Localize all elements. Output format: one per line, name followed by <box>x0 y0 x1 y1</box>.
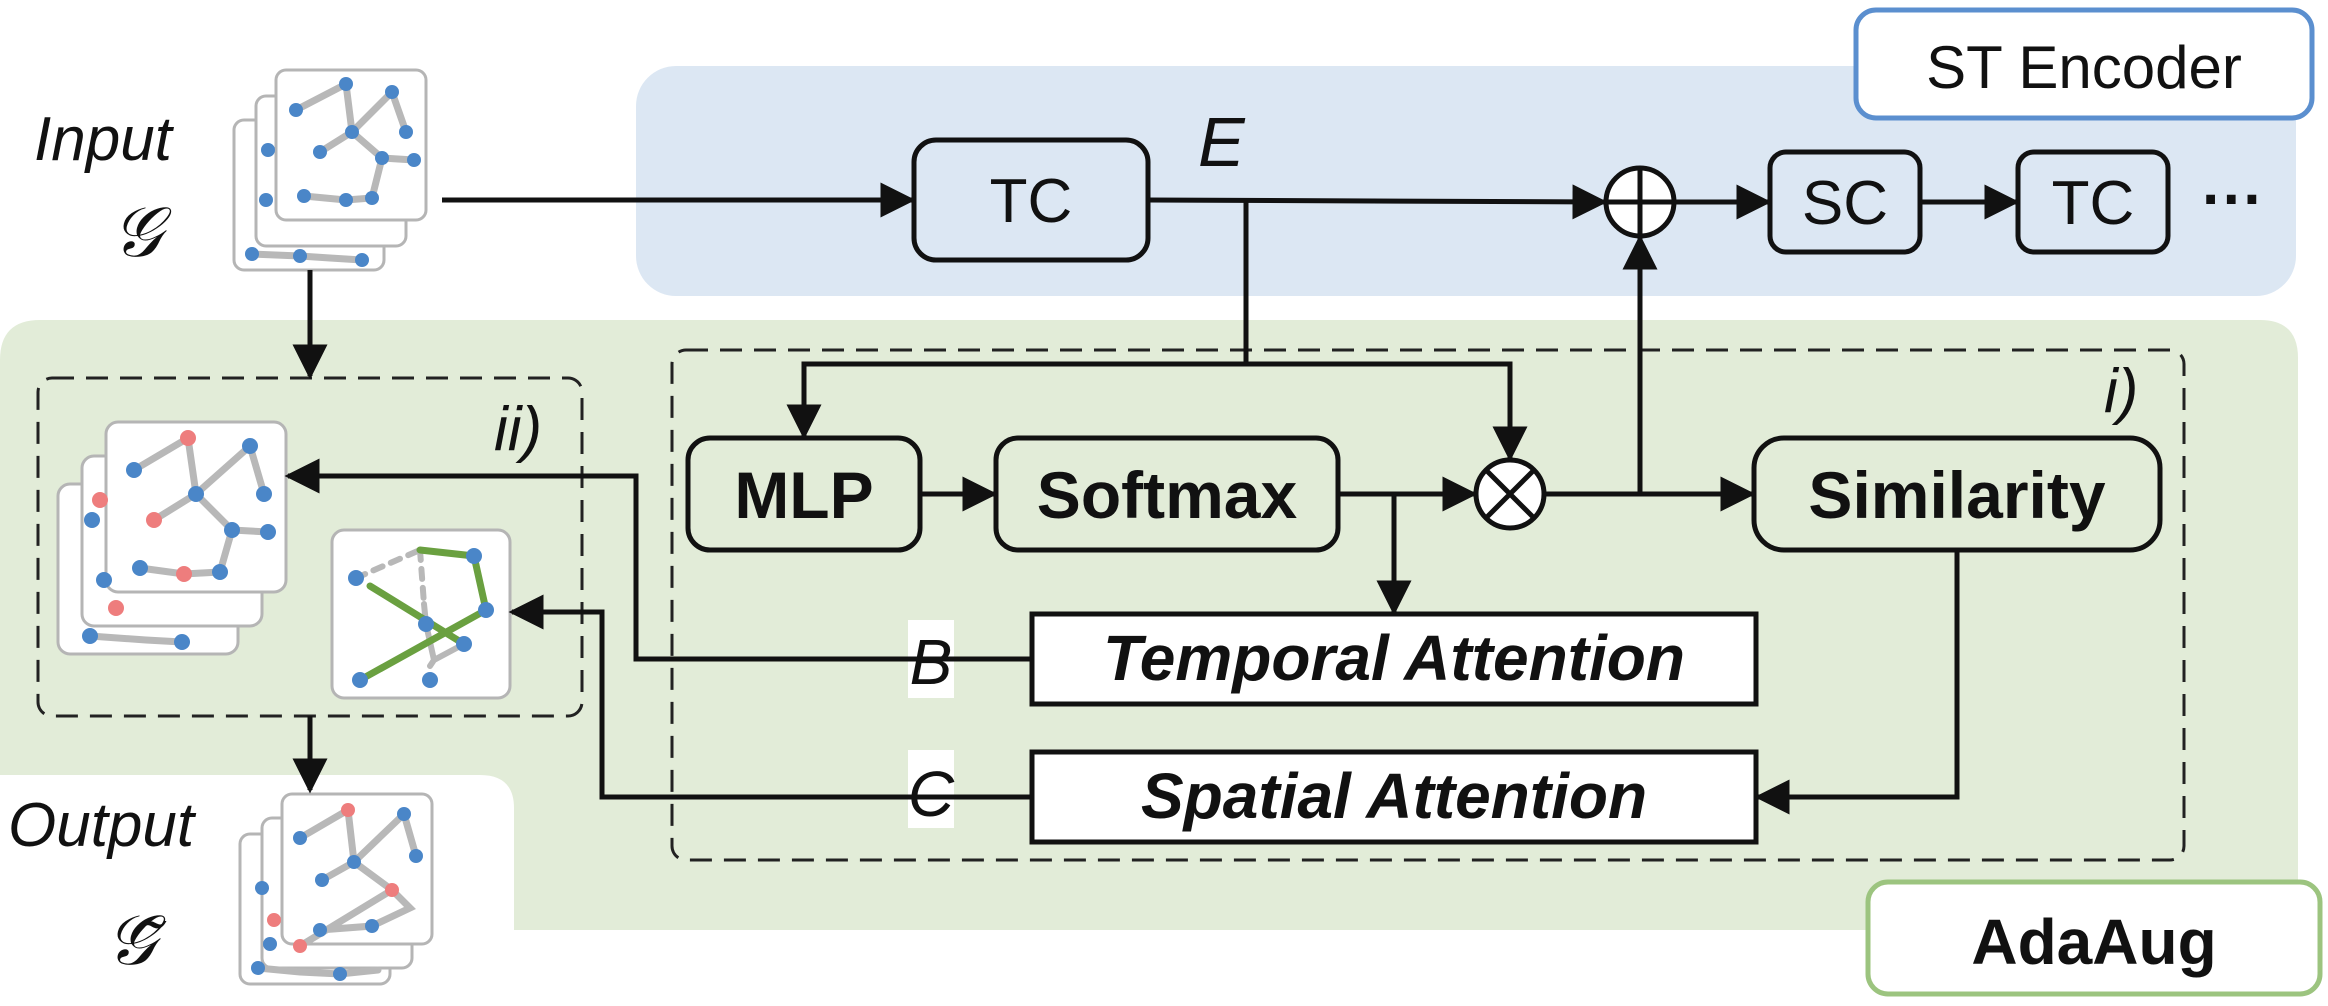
edge-augmented-graph <box>330 528 512 700</box>
sc-block: SC <box>1767 149 1923 255</box>
input-label: Input <box>34 105 175 174</box>
softmax-block-label: Softmax <box>1037 458 1298 532</box>
tc-block-2-label: TC <box>2052 169 2135 238</box>
mlp-block-label: MLP <box>734 458 873 532</box>
encoder-legend-box <box>1853 7 2315 121</box>
arrow-similarity-to-spatial <box>1754 550 1960 815</box>
temporal-attention-label: Temporal Attention <box>1103 622 1685 694</box>
arrow-embedding-to-mlp <box>786 361 1246 440</box>
similarity-block-label: Similarity <box>1808 458 2105 532</box>
tc-block-1: TC <box>911 137 1151 263</box>
c-label: C <box>908 758 955 830</box>
mlp-block: MLP <box>685 435 923 553</box>
similarity-block: Similarity <box>1751 435 2163 553</box>
region-i-box <box>670 348 2186 862</box>
encoder-legend-label: ST Encoder <box>1926 34 2242 101</box>
softmax-block: Softmax <box>993 435 1341 553</box>
arrow-tc-to-add <box>1147 184 1608 220</box>
augmented-graph-stack <box>56 420 288 656</box>
tc-block-1-label: TC <box>990 167 1073 236</box>
multiply-operator <box>1473 457 1547 531</box>
input-symbol: 𝒢 <box>112 193 172 271</box>
augment-legend-box <box>1865 879 2323 997</box>
spatial-attention-block: Spatial Attention <box>1029 749 1759 845</box>
embedding-label: E <box>1198 103 1246 181</box>
input-graph-stack <box>232 68 428 272</box>
arrow-temporal-to-graphs <box>284 458 1032 662</box>
sc-block-label: SC <box>1802 169 1888 238</box>
connectors <box>284 182 2020 815</box>
output-graph-stack <box>238 792 434 986</box>
augment-legend-label: AdaAug <box>1971 906 2216 978</box>
temporal-attention-block: Temporal Attention <box>1029 611 1759 707</box>
region-ii-label: ii) <box>494 395 542 464</box>
output-label: Output <box>8 791 197 860</box>
encoder-ellipsis: ··· <box>2202 165 2264 234</box>
output-symbol: 𝒢̃ <box>106 901 167 979</box>
b-label: B <box>910 626 953 698</box>
arrow-embedding-to-multiply <box>1246 361 1528 462</box>
arrow-spatial-to-edge-graph <box>508 594 1032 800</box>
spatial-attention-label: Spatial Attention <box>1141 760 1647 832</box>
region-i-label: i) <box>2104 357 2138 426</box>
add-operator <box>1603 165 1677 239</box>
tc-block-2: TC <box>2015 149 2171 255</box>
